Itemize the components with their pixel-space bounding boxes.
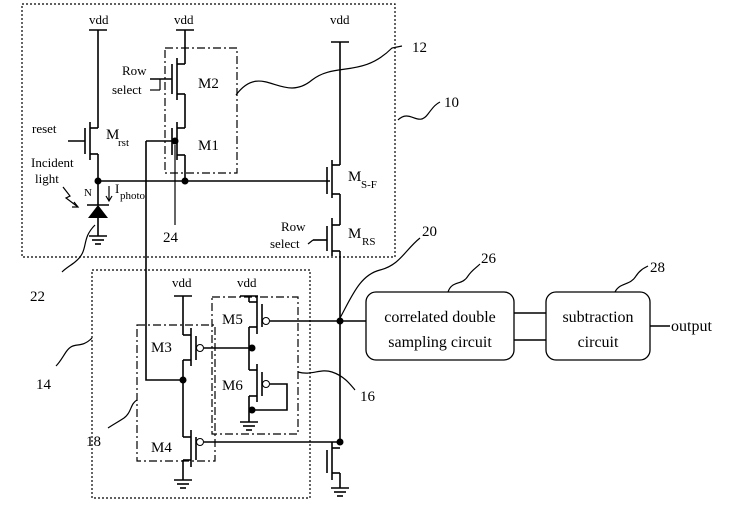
label-m6: M6	[222, 378, 243, 394]
cds-block: correlated double sampling circuit	[365, 291, 515, 361]
transistor-m6: M6	[222, 364, 288, 431]
ref-22: 22	[30, 224, 96, 305]
output-label: output	[671, 318, 712, 335]
region-18-box	[136, 324, 216, 462]
vdd-supply-right: vdd	[330, 12, 350, 165]
label-mrst: M	[106, 127, 119, 143]
transistor-m5: M5	[222, 296, 366, 370]
reset-label: reset	[32, 121, 57, 136]
transistor-msf: M S-F	[326, 160, 377, 225]
svg-text:vdd: vdd	[174, 12, 194, 27]
svg-text:vdd: vdd	[89, 12, 109, 27]
ref-14: 14	[36, 337, 93, 393]
ref-24: 24	[163, 145, 179, 246]
svg-text:22: 22	[30, 289, 45, 305]
vdd-supply-m3: vdd	[172, 275, 192, 335]
svg-text:select: select	[270, 236, 300, 251]
svg-text:photo: photo	[120, 190, 146, 202]
svg-text:N: N	[84, 187, 92, 199]
iphoto-current: I photo	[105, 181, 146, 203]
feedback-wire	[145, 141, 183, 381]
label-m4: M4	[151, 440, 172, 456]
column-bias-transistor	[326, 442, 349, 497]
svg-text:20: 20	[422, 224, 437, 240]
svg-text:I: I	[115, 181, 119, 196]
label-m5: M5	[222, 312, 243, 328]
region-12-box	[164, 47, 238, 174]
region-16-box	[211, 296, 299, 435]
svg-text:24: 24	[163, 230, 179, 246]
svg-text:select: select	[112, 82, 142, 97]
transistor-m2: M2	[150, 58, 219, 128]
subtraction-block: subtraction circuit	[545, 291, 651, 361]
label-m3: M3	[151, 340, 172, 356]
svg-text:Incident: Incident	[31, 155, 74, 170]
transistor-m3: M3	[151, 328, 252, 437]
node-n-wiring: N	[84, 177, 330, 199]
svg-text:28: 28	[650, 260, 665, 276]
incident-light-label: Incident light	[31, 155, 80, 208]
svg-text:vdd: vdd	[172, 275, 192, 290]
ref-26: 26	[447, 251, 497, 293]
transistor-m1: M1	[146, 122, 219, 181]
label-mrs: M	[348, 226, 361, 242]
vdd-supply-left: vdd	[89, 12, 109, 128]
transistor-mrst: reset M rst	[32, 121, 129, 181]
transistor-mrs: M RS	[313, 218, 375, 440]
row-select-label-top: Row select	[112, 63, 161, 97]
label-msf: M	[348, 169, 361, 185]
ref-28: 28	[614, 260, 665, 293]
svg-text:Row: Row	[281, 219, 306, 234]
svg-text:rst: rst	[118, 137, 129, 149]
ref-18: 18	[86, 399, 138, 450]
photodiode	[87, 181, 109, 245]
svg-text:sampling circuit: sampling circuit	[388, 334, 492, 351]
ref-20: 20	[339, 224, 437, 319]
svg-text:16: 16	[360, 389, 376, 405]
vdd-supply-m5: vdd	[237, 275, 258, 302]
label-m2: M2	[198, 76, 219, 92]
svg-text:vdd: vdd	[330, 12, 350, 27]
svg-text:10: 10	[444, 95, 459, 111]
transistor-m4: M4	[151, 430, 344, 489]
ref-16: 16	[297, 370, 376, 405]
svg-text:18: 18	[86, 434, 101, 450]
pixel-region-10-frame	[21, 3, 396, 258]
svg-text:circuit: circuit	[578, 334, 619, 351]
svg-text:26: 26	[481, 251, 497, 267]
svg-text:subtraction: subtraction	[562, 309, 633, 326]
svg-text:S-F: S-F	[361, 179, 377, 191]
svg-text:light: light	[35, 171, 59, 186]
svg-text:RS: RS	[362, 236, 375, 248]
svg-text:correlated double: correlated double	[384, 309, 496, 326]
row-select-label-bottom: Row select	[270, 219, 314, 251]
svg-text:vdd: vdd	[237, 275, 257, 290]
vdd-supply-m2: vdd	[174, 12, 194, 64]
svg-text:12: 12	[412, 40, 427, 56]
comparator-region-14-frame	[91, 269, 311, 499]
label-m1: M1	[198, 138, 219, 154]
svg-text:Row: Row	[122, 63, 147, 78]
ref-10: 10	[397, 95, 459, 121]
ref-12: 12	[235, 40, 427, 96]
svg-text:14: 14	[36, 377, 52, 393]
